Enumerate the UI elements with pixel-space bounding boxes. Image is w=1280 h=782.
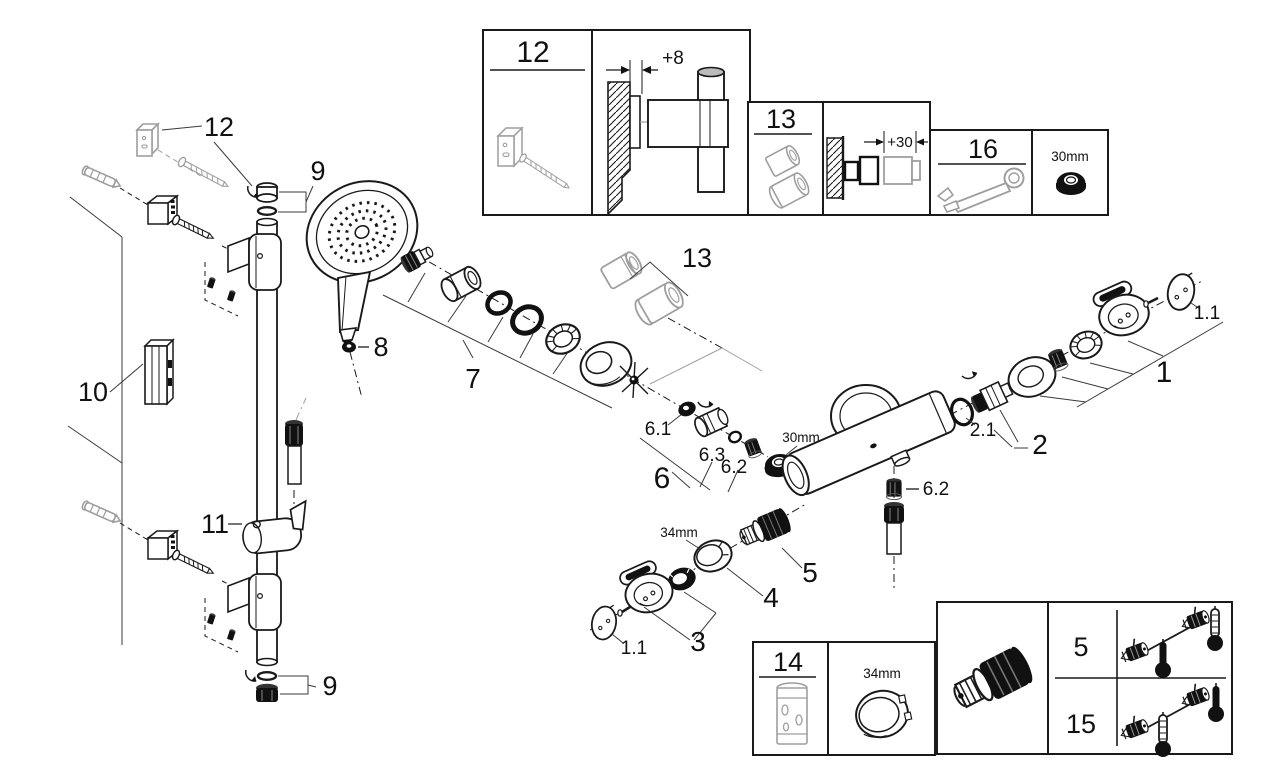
glide-insert-10: 10	[78, 338, 175, 407]
rail-cap-bottom-9: 9	[243, 669, 338, 702]
inset-12-number: 12	[516, 36, 549, 69]
wall-anchor-set-top	[80, 164, 237, 302]
inset-14-ring-size: 34mm	[863, 666, 901, 681]
inset-extension-box: 13 +30	[747, 101, 931, 216]
callout-10: 10	[78, 377, 108, 407]
inset-sleeve-box: 14 34mm	[752, 641, 936, 756]
callout-6: 6	[654, 462, 671, 495]
extension-set-13: 13	[600, 243, 712, 326]
inset-16-nut-size: 30mm	[1051, 149, 1089, 164]
callout-2: 2	[1032, 429, 1048, 460]
callout-5: 5	[802, 557, 818, 588]
callout-9-top: 9	[310, 156, 325, 186]
orientation-icons-row-5	[1115, 602, 1224, 679]
callout-30mm: 30mm	[782, 430, 820, 445]
callout-12: 12	[204, 112, 234, 142]
callout-1: 1	[1156, 356, 1173, 389]
wrench-icon	[936, 167, 1025, 214]
inset-12-offset: +8	[662, 48, 684, 69]
inset-13-offset: +30	[887, 134, 912, 151]
rail-cap-top-9: 9	[245, 156, 326, 216]
callout-1-1-right: 1.1	[1194, 303, 1220, 324]
inset-tool-box: 16 30mm	[929, 129, 1109, 216]
callout-4: 4	[763, 582, 779, 613]
row-5-number: 5	[1073, 632, 1088, 662]
callout-6-2-outlet: 6.2	[923, 479, 949, 500]
callout-6-3: 6.3	[699, 445, 725, 466]
callout-6-1: 6.1	[645, 419, 671, 440]
inset-orientation-box: 5 15	[1047, 601, 1233, 758]
inlet-group-6: 6.1 6.3 6.2 6 30mm	[639, 395, 820, 495]
callout-6-2: 6.2	[721, 457, 747, 478]
spare-wall-bracket-12: 12	[135, 112, 253, 188]
shower-rail	[227, 217, 282, 667]
volume-group-3-4-5: 34mm 5 4 3 1.1	[588, 505, 818, 659]
inset-check-valve-box	[936, 601, 1049, 755]
callout-1-1-left: 1.1	[621, 638, 647, 659]
callout-2-1: 2.1	[970, 420, 996, 441]
inset-13-number: 13	[766, 104, 796, 134]
connection-star	[619, 361, 649, 399]
shower-holder-11: 11	[201, 420, 307, 555]
hand-shower: 8	[305, 180, 419, 362]
shower-union-group-7: 7	[382, 246, 633, 409]
callout-13: 13	[682, 243, 712, 273]
inset-wall-bracket-box: 12 +8	[482, 29, 751, 216]
inset-14-number: 14	[773, 647, 803, 677]
callout-7: 7	[465, 363, 481, 394]
callout-34mm: 34mm	[660, 525, 698, 540]
callout-9-bottom: 9	[322, 671, 337, 701]
spare-sleeve-icon	[776, 682, 808, 745]
inset-16-number: 16	[968, 134, 998, 164]
temp-handle-group-1: 1.1 1	[1007, 267, 1224, 408]
cartridge-group-2: 2.1 2	[950, 366, 1048, 460]
orientation-icons-row-15	[1115, 679, 1225, 758]
ring-34mm-icon	[855, 689, 913, 739]
outlet-sleeve-and-hose: 6.2	[884, 477, 949, 555]
row-15-number: 15	[1066, 709, 1096, 739]
thermostat-body	[781, 384, 956, 497]
callout-3: 3	[690, 626, 706, 657]
callout-8: 8	[373, 332, 388, 362]
callout-11: 11	[201, 509, 229, 539]
